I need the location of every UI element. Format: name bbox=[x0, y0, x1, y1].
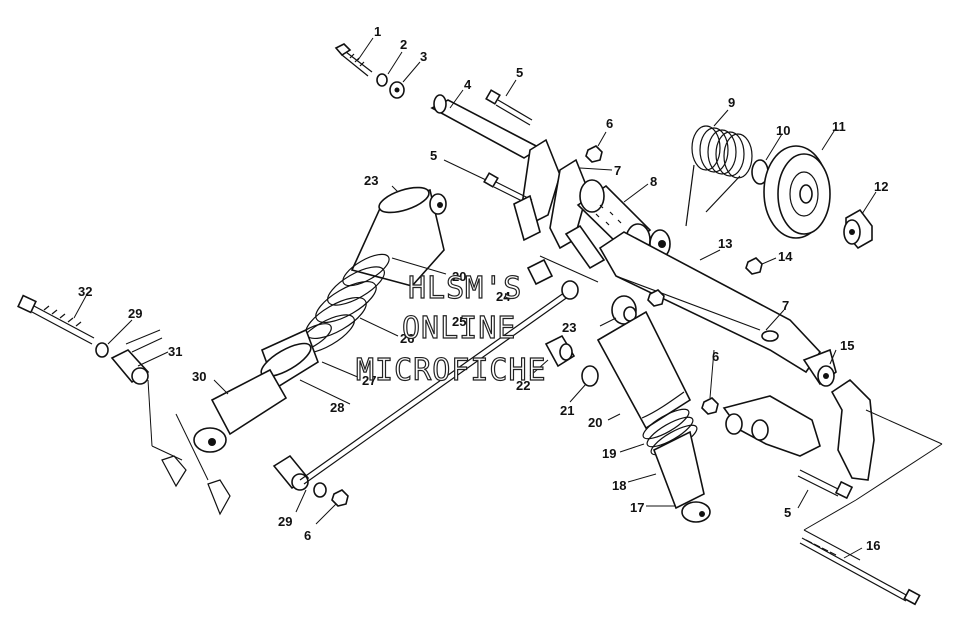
washer-29-left bbox=[95, 342, 109, 358]
callout-4: 4 bbox=[464, 77, 472, 92]
washer-21 bbox=[581, 365, 599, 387]
nut-6-lower bbox=[331, 489, 349, 507]
long-bolt-16 bbox=[799, 537, 921, 606]
callout-6a: 6 bbox=[606, 116, 613, 131]
spacer-31 bbox=[110, 349, 150, 385]
callout-26: 26 bbox=[400, 331, 414, 346]
nut-top bbox=[647, 289, 665, 307]
callout-13: 13 bbox=[718, 236, 732, 251]
callout-6b: 6 bbox=[712, 349, 719, 364]
callout-1: 1 bbox=[374, 24, 381, 39]
callout-6c: 6 bbox=[304, 528, 311, 543]
watermark-line-1: HLSM'S bbox=[408, 271, 522, 306]
rear-bracket-assembly bbox=[722, 378, 943, 606]
bolt-5-upper bbox=[485, 89, 533, 126]
callout-5c: 5 bbox=[784, 505, 791, 520]
callout-24: 24 bbox=[496, 289, 511, 304]
callout-25: 25 bbox=[452, 314, 466, 329]
callout-12: 12 bbox=[874, 179, 888, 194]
front-arm-assembly bbox=[334, 43, 873, 387]
callout-9: 9 bbox=[728, 95, 735, 110]
washer-29-lower bbox=[313, 482, 327, 498]
front-shock-absorber bbox=[544, 289, 719, 523]
callout-7b: 7 bbox=[782, 298, 789, 313]
callout-21: 21 bbox=[560, 403, 574, 418]
bolt-1 bbox=[334, 43, 373, 77]
callout-28: 28 bbox=[330, 400, 344, 415]
callout-11: 11 bbox=[832, 119, 846, 134]
callout-5a: 5 bbox=[516, 65, 523, 80]
callout-10: 10 bbox=[776, 123, 790, 138]
watermark-line-2: ONLINE bbox=[402, 311, 516, 346]
callout-19: 19 bbox=[602, 446, 616, 461]
callout-27: 27 bbox=[362, 373, 376, 388]
callout-18: 18 bbox=[612, 478, 626, 493]
lock-washer-2 bbox=[376, 73, 388, 87]
callout-15: 15 bbox=[840, 338, 854, 353]
callout-14: 14 bbox=[778, 249, 793, 264]
nut-6-mid bbox=[701, 397, 719, 415]
callout-2: 2 bbox=[400, 37, 407, 52]
leader-lines bbox=[73, 37, 877, 559]
callout-8: 8 bbox=[650, 174, 657, 189]
torsion-spring-9 bbox=[685, 125, 753, 227]
callout-20a: 20 bbox=[588, 415, 602, 430]
watermark: HLSM'S ONLINE MICROFICHE bbox=[355, 270, 547, 388]
idler-wheel-11 bbox=[763, 145, 831, 239]
nut-14 bbox=[745, 257, 763, 275]
callout-16: 16 bbox=[866, 538, 880, 553]
watermark-line-3: MICROFICHE bbox=[356, 353, 547, 388]
front-bracket bbox=[483, 138, 606, 270]
callout-20b: 20 bbox=[452, 269, 466, 284]
callout-23b: 23 bbox=[364, 173, 378, 188]
callout-32: 32 bbox=[78, 284, 92, 299]
callout-17: 17 bbox=[630, 500, 644, 515]
callout-29b: 29 bbox=[278, 514, 292, 529]
callout-22: 22 bbox=[516, 378, 530, 393]
callout-5b: 5 bbox=[430, 148, 437, 163]
callout-3: 3 bbox=[420, 49, 427, 64]
callout-labels: 1 2 3 4 5 5 6 7 8 9 10 11 12 13 14 7 15 … bbox=[78, 24, 888, 553]
shaft-4 bbox=[430, 94, 542, 159]
bushing-22 bbox=[544, 334, 576, 368]
long-bolt-32 bbox=[17, 294, 95, 345]
arm-end-15 bbox=[802, 348, 837, 387]
bolt-5-lower bbox=[797, 469, 854, 500]
bushing-29 bbox=[272, 454, 310, 491]
left-hardware bbox=[17, 255, 599, 516]
callout-30: 30 bbox=[192, 369, 206, 384]
callout-7a: 7 bbox=[614, 163, 621, 178]
callout-31: 31 bbox=[168, 344, 182, 359]
callout-23a: 23 bbox=[562, 320, 576, 335]
rear-shock-absorber bbox=[193, 186, 447, 453]
collar-12 bbox=[843, 208, 873, 250]
callout-29a: 29 bbox=[128, 306, 142, 321]
nut-6-upper bbox=[585, 145, 603, 163]
